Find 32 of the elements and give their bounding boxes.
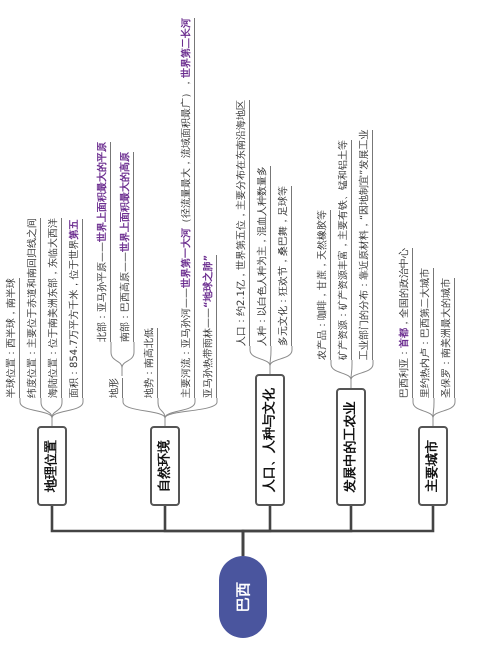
connector-line	[242, 506, 434, 556]
branch-text: 纬度位置：主要位于赤道和南回归线之间	[27, 218, 41, 398]
connector-line	[164, 398, 218, 426]
branch-text: 海陆位置：位于南美洲东部，东临大西洋	[48, 218, 62, 398]
topic-box: 地理位置	[37, 426, 67, 506]
branch-text: 南部：巴西高原——世界上面积最大的高原	[120, 152, 134, 342]
connector-line	[270, 346, 292, 374]
branch-text: 北部：亚马孙平原——世界上面积最大的平原	[97, 142, 111, 342]
branch-text: 地形	[109, 378, 123, 398]
connector-line	[432, 398, 456, 426]
branch-text: 里约热内卢：巴西第二大城市	[420, 268, 434, 398]
connector-line	[122, 342, 134, 376]
branch-text: 人种：以白色人种为主，混血人种数量多	[257, 166, 271, 346]
topic-box: 主要城市	[418, 426, 448, 506]
branch-text: 工业部门的分布：靠近原材料，“因地制宜”发展工业	[359, 130, 373, 360]
topic-box: 发展中的工农业	[336, 388, 366, 506]
central-topic-pill: 巴西	[219, 556, 267, 638]
branch-text: 面积：854.7万平方千米，位于世界第五	[69, 219, 83, 398]
branch-text: 亚马孙热带雨林——“地球之肺”	[203, 254, 217, 398]
topic-box: 自然环境	[150, 426, 180, 506]
topic-box: 人口、人种与文化	[255, 374, 285, 506]
branch-text: 主要河流：亚马孙河——世界第一大河（径流量最大，流域面积最广），世界第二长河	[181, 18, 195, 398]
branch-text: 矿产资源：矿产资源丰富，主要有铁、锰和铝土等	[338, 140, 352, 360]
connector-line	[52, 398, 84, 426]
branch-text: 人口：约2.1亿，世界第五位，主要分布在东南沿海地区	[236, 100, 250, 346]
branch-text: 地势：南高北低	[144, 328, 158, 398]
connector-line	[350, 360, 374, 388]
branch-text: 巴西利亚：首都，全国的政治中心	[399, 248, 413, 398]
branch-text: 多元文化：狂欢节，桑巴舞，足球等	[278, 186, 292, 346]
branch-text: 圣保罗：南美洲最大的城市	[441, 278, 455, 398]
branch-text: 半球位置：西半球，南半球	[6, 278, 20, 398]
branch-text: 农产品：咖啡，甘蔗，天然橡胶等	[317, 210, 331, 360]
